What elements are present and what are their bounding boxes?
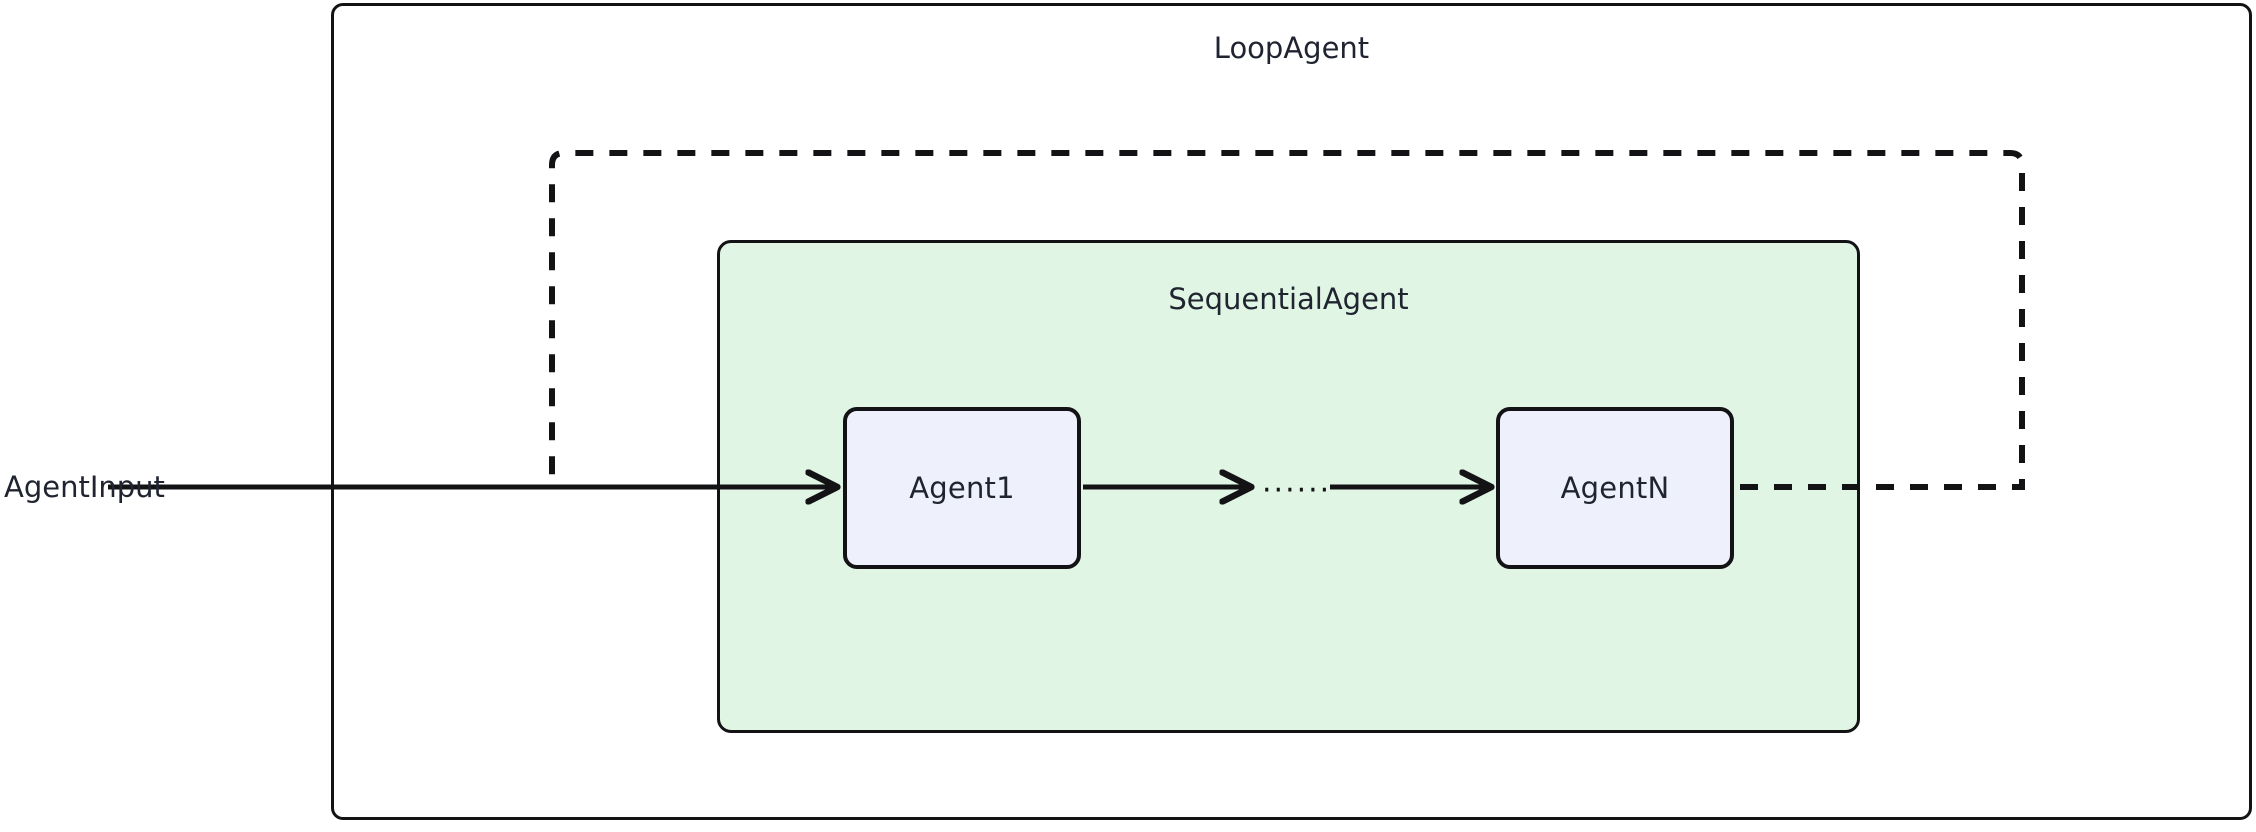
ellipsis-label: ······ [1262, 473, 1332, 508]
loop-agent-title: LoopAgent [1213, 31, 1370, 65]
sequential-agent-title: SequentialAgent [1168, 282, 1409, 316]
node-agentn-label: AgentN [1560, 470, 1670, 505]
loop-agent-container [331, 3, 2252, 820]
node-agentn[interactable]: AgentN [1496, 407, 1734, 569]
node-agent1[interactable]: Agent1 [843, 407, 1081, 569]
agent-input-label: AgentInput [4, 470, 165, 504]
node-agent1-label: Agent1 [909, 470, 1015, 505]
